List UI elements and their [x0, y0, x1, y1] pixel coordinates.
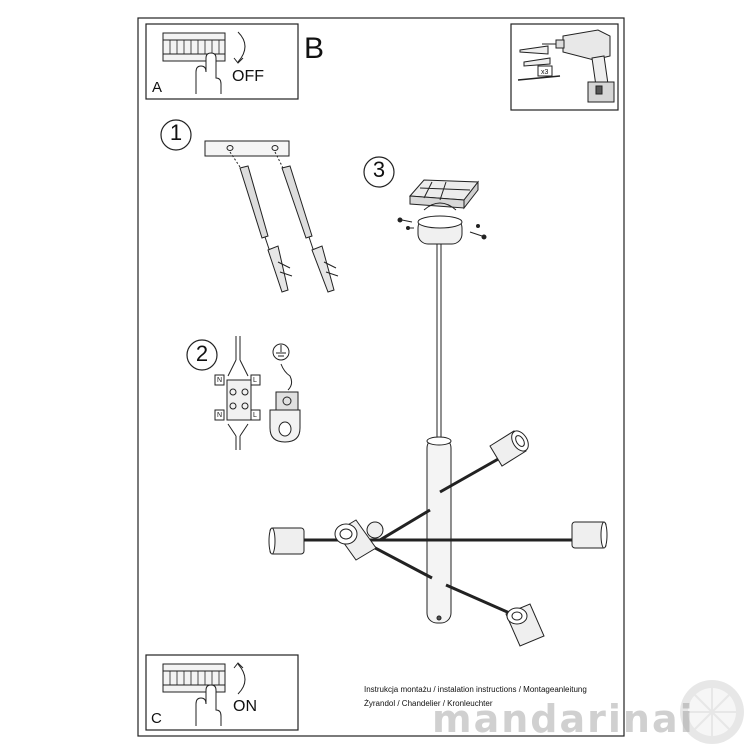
step3-badge: [363, 156, 395, 188]
step-2-number: 2: [195, 341, 209, 366]
terminal-l-top: L: [253, 377, 257, 384]
panel-b-letter: B: [304, 32, 325, 65]
wiring-terminal-icon: [214, 336, 261, 450]
step1-hardware: [204, 140, 339, 293]
ground-terminal-icon: [269, 343, 301, 443]
footer-instructions-line: Instrukcja montażu / instalation instruc…: [364, 685, 587, 694]
lamp-holder-lower-right: [505, 603, 545, 647]
watermark-text: mandarinai: [432, 697, 695, 741]
lamp-holder-left: [268, 527, 305, 555]
lamp-holder-right: [571, 521, 608, 549]
panel-c-state-label: ON: [233, 698, 257, 715]
panel-c-letter: C: [151, 710, 162, 727]
lamp-holder-front-left: [334, 519, 384, 561]
breaker-on-icon: [162, 662, 246, 726]
watermark-logo-icon: [680, 680, 744, 744]
terminal-n-bottom: N: [217, 412, 223, 419]
terminal-l-bottom: L: [253, 412, 257, 419]
drill-badge: x3: [541, 69, 549, 76]
wall-plug-icon: [517, 45, 561, 81]
breaker-off-icon: [162, 31, 246, 94]
canopy-icon: [397, 179, 487, 245]
step1-badge: [160, 119, 192, 151]
chandelier-illustration: [268, 244, 608, 647]
lamp-holder-upper-right: [489, 430, 529, 467]
step-3-number: 3: [372, 157, 386, 182]
terminal-n-top: N: [217, 377, 223, 384]
panel-c-box: [145, 654, 299, 731]
step2-badge: [186, 339, 218, 371]
tools-box: [510, 23, 619, 111]
panel-a-box: [145, 23, 299, 100]
panel-a-state-label: OFF: [232, 68, 264, 85]
drill-icon: [542, 29, 615, 103]
step-1-number: 1: [169, 120, 183, 145]
panel-a-letter: A: [152, 79, 163, 96]
page-border: [137, 17, 625, 737]
footer-product-line: Żyrandol / Chandelier / Kronleuchter: [364, 699, 493, 708]
